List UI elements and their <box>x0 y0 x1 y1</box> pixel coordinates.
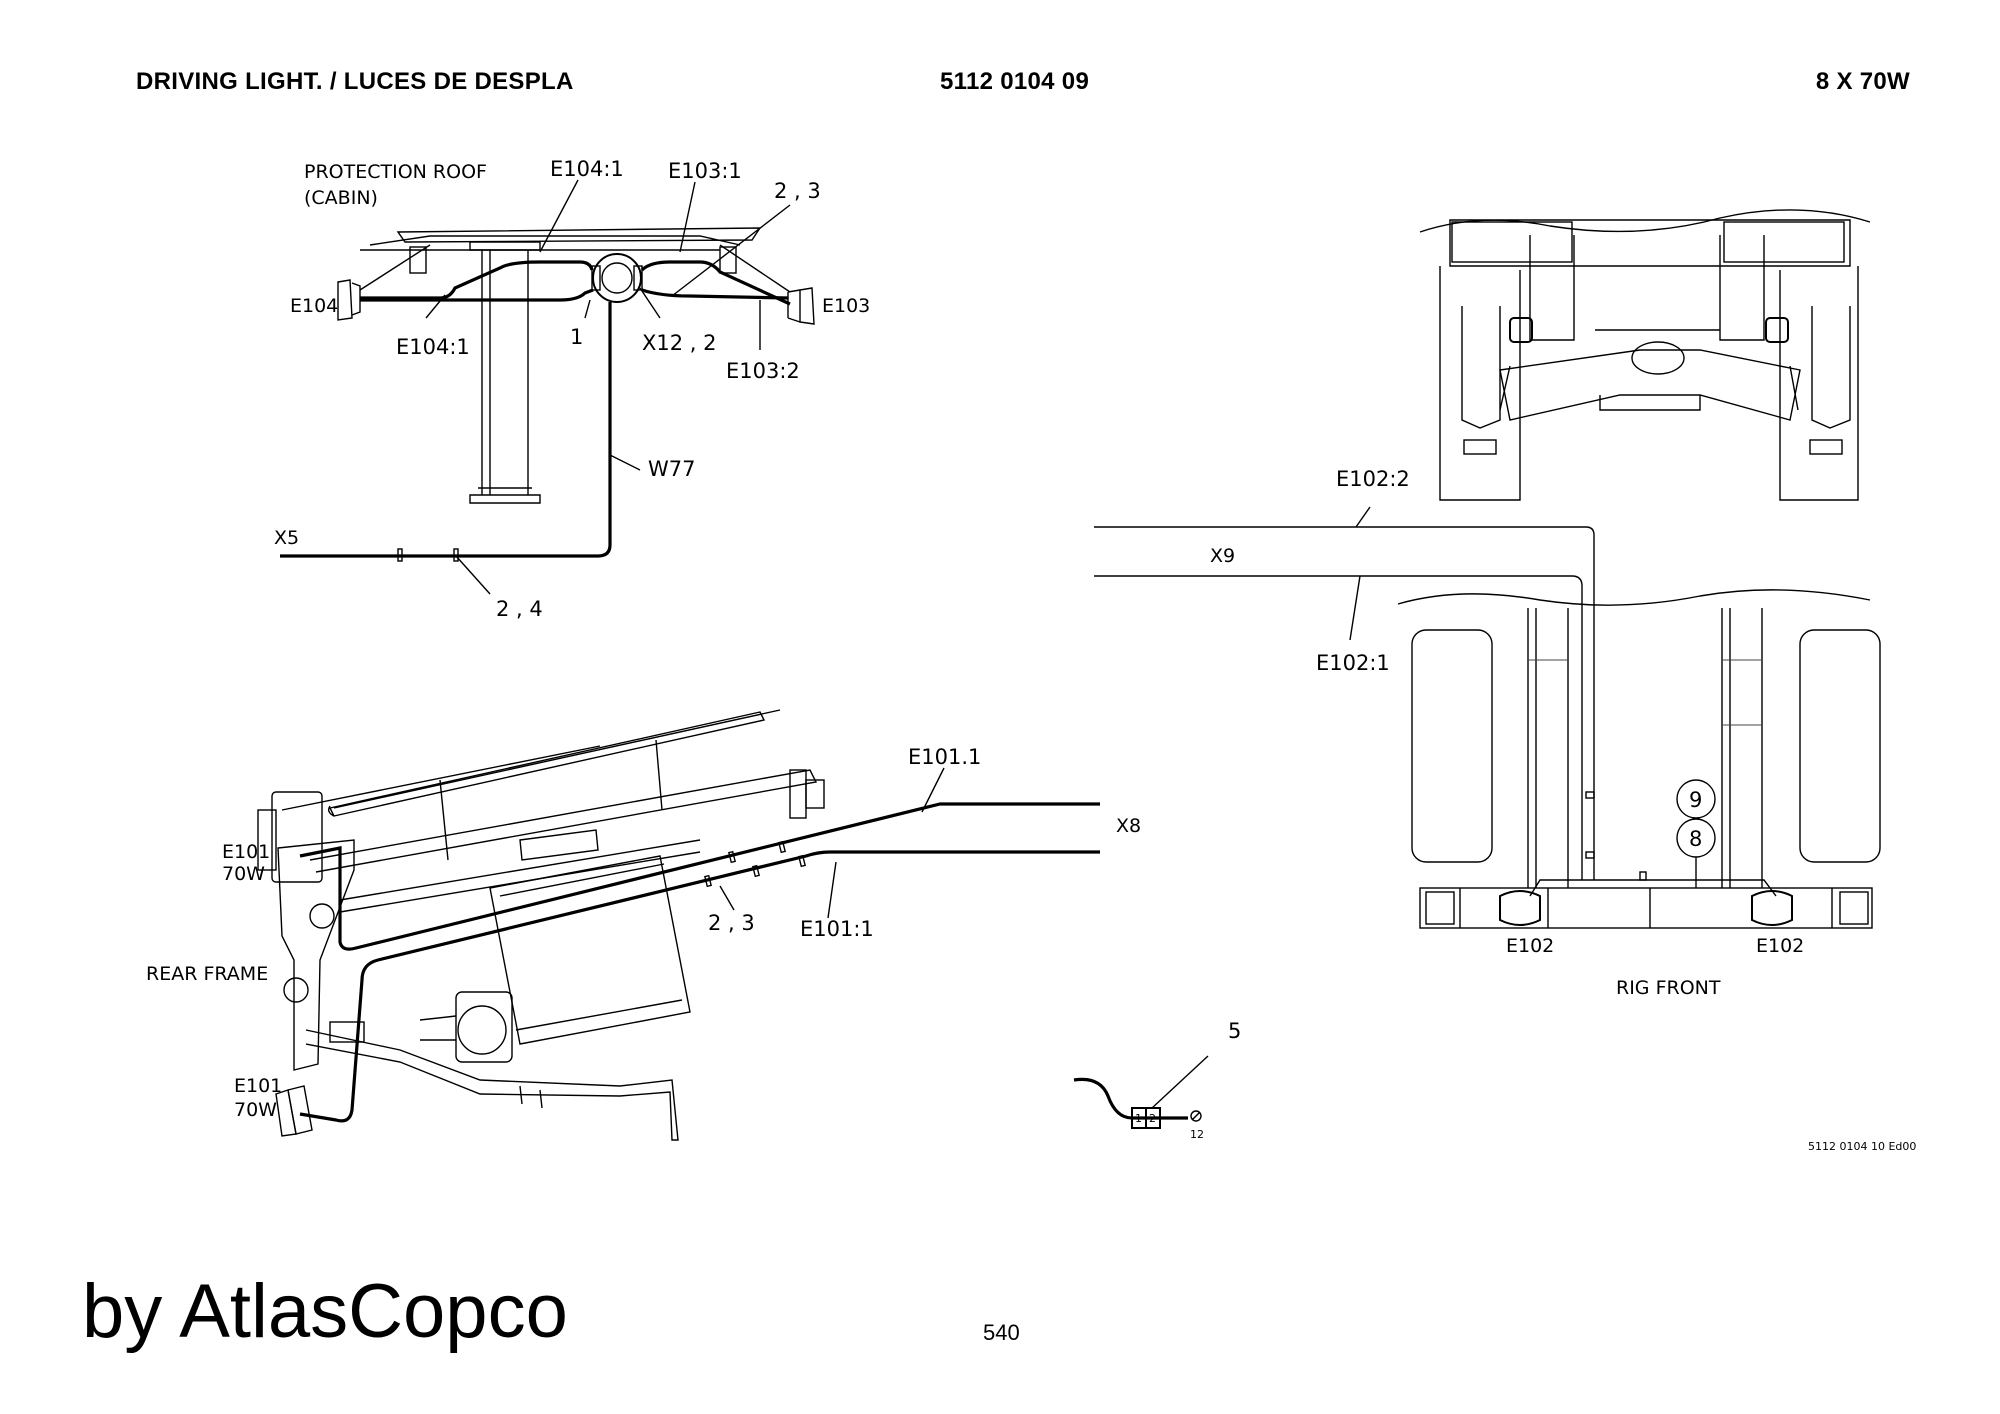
ref-12: 12 <box>1190 1128 1204 1141</box>
label-x9: X9 <box>1210 545 1235 567</box>
label-e104-1-top: E104:1 <box>550 157 624 181</box>
label-rear-frame: REAR FRAME <box>146 963 268 985</box>
ref-2-4: 2 , 4 <box>496 597 543 621</box>
rear-frame-drawing <box>257 709 1100 1141</box>
bubble-9: 9 <box>1689 788 1702 812</box>
connector-pin-2: 2 <box>1149 1112 1156 1125</box>
ref-2-3-bottom: 2 , 3 <box>708 911 755 935</box>
document-title: DRIVING LIGHT. / LUCES DE DESPLA <box>136 68 574 95</box>
brand-footer: by AtlasCopco <box>82 1269 568 1354</box>
label-e102-1: E102:1 <box>1316 651 1390 675</box>
label-e103: E103 <box>822 295 870 317</box>
lamp-spec: 8 X 70W <box>1815 68 1910 95</box>
label-e101-bottom-watt: 70W <box>234 1099 277 1121</box>
x9-cable-run <box>1094 506 1595 880</box>
label-e101-dot-1: E101.1 <box>908 745 981 769</box>
ref-2-3-top: 2 , 3 <box>774 179 821 203</box>
ref-1: 1 <box>570 325 583 349</box>
rear-leader-lines <box>719 767 945 919</box>
label-e101-1-colon: E101:1 <box>800 917 874 941</box>
label-e104: E104 <box>290 295 338 317</box>
protection-roof-drawing <box>280 227 815 562</box>
label-e101-top: E101 <box>222 841 270 863</box>
page-number: 540 <box>983 1320 1020 1345</box>
label-w77: W77 <box>648 457 696 481</box>
label-e102-right: E102 <box>1756 935 1804 957</box>
label-e104-1-bottom: E104:1 <box>396 335 470 359</box>
label-x5: X5 <box>274 527 299 549</box>
protection-roof-label: PROTECTION ROOF <box>304 161 487 183</box>
label-e103-2: E103:2 <box>726 359 800 383</box>
label-x12-2: X12 , 2 <box>642 331 717 355</box>
label-e101-bottom: E101 <box>234 1075 282 1097</box>
connector-detail <box>1073 1055 1209 1129</box>
label-e103-1: E103:1 <box>668 159 742 183</box>
drawing-code: 5112 0104 10 Ed00 <box>1808 1140 1916 1153</box>
connector-pin-1: 1 <box>1135 1112 1142 1125</box>
label-e101-top-watt: 70W <box>222 863 265 885</box>
label-e102-left: E102 <box>1506 935 1554 957</box>
label-x8: X8 <box>1116 815 1141 837</box>
label-e102-2: E102:2 <box>1336 467 1410 491</box>
roof-leader-lines <box>425 179 791 595</box>
callout-bubbles <box>1676 779 1716 888</box>
label-rig-front: RIG FRONT <box>1616 977 1721 999</box>
front-view-drawing <box>1419 209 1871 501</box>
part-number: 5112 0104 09 <box>940 68 1090 95</box>
protection-roof-sublabel: (CABIN) <box>304 187 378 209</box>
ref-5: 5 <box>1228 1019 1241 1043</box>
bubble-8: 8 <box>1689 827 1702 851</box>
rig-front-drawing <box>1397 589 1881 929</box>
